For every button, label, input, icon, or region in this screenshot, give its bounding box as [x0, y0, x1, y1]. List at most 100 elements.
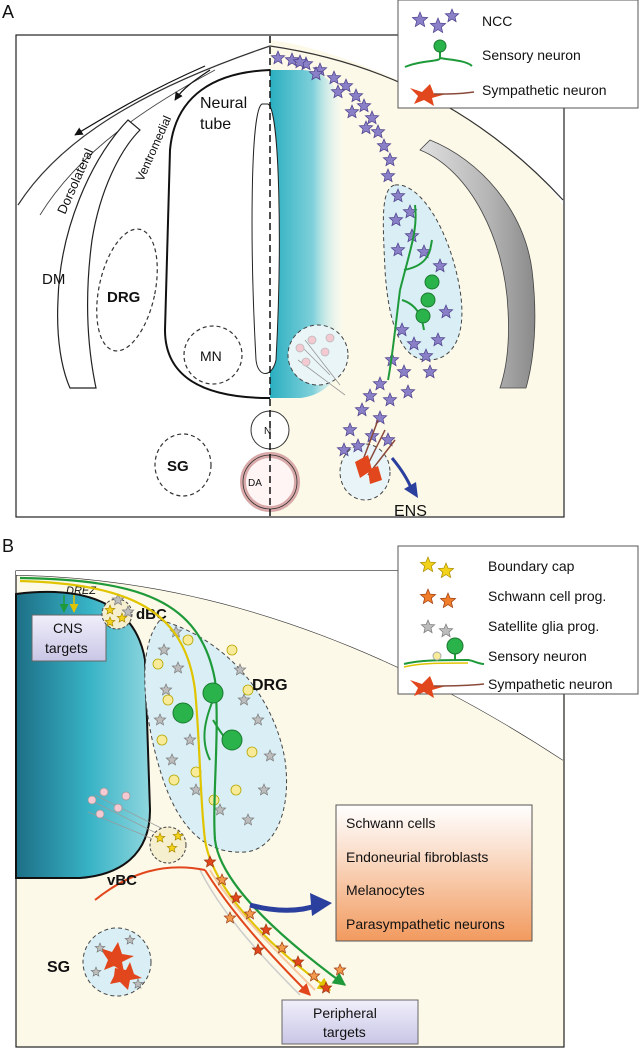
- schwann-progenitor-cell: [203, 855, 217, 868]
- schwann-progenitor-cell: [333, 963, 347, 976]
- panel-b-ectoderm: [15, 574, 564, 761]
- schwann-progenitor-cell: [291, 955, 305, 968]
- ncc-cell: [364, 110, 380, 125]
- legend-sensory-label: Sensory neuron: [482, 47, 581, 63]
- boundary-cap-derived-cell: [182, 634, 194, 646]
- ncc-cell: [382, 392, 398, 407]
- schwann-progenitor-cell: [223, 911, 237, 924]
- fate-item: Schwann cells: [346, 815, 436, 831]
- schwann-legend-icon: [439, 592, 457, 609]
- drg-label-b: DRG: [252, 677, 288, 694]
- dorsolateral-path: [74, 65, 206, 136]
- sg-label-b: SG: [47, 959, 70, 976]
- schwann-legend-icon: [419, 588, 437, 605]
- sympathetic-neuron-legend-icon: [410, 84, 475, 106]
- drg-sensory-neurons: [387, 204, 440, 381]
- satellite-glia-cell: [257, 783, 271, 796]
- legend-b: Boundary cap Schwann cell prog. Satellit…: [397, 545, 639, 698]
- schwann-progenitor-cell: [275, 941, 289, 954]
- ncc-cell: [390, 242, 406, 257]
- ncc-cell: [344, 104, 360, 119]
- neural-tube-right-fill: [270, 70, 348, 398]
- ncc-cell: [406, 336, 422, 351]
- satellite-glia-cell: [90, 966, 102, 977]
- sg-sympathetic-neurons: [355, 419, 396, 484]
- satellite-glia-cell: [165, 753, 179, 766]
- peripheral-targets-box: [281, 999, 419, 1045]
- dm-label: DM: [42, 271, 65, 288]
- legend-sensory-label-b: Sensory neuron: [488, 648, 587, 664]
- schwann-progenitor-cell: [215, 873, 229, 886]
- ncc-legend-cell: [411, 11, 429, 28]
- ncc-cell: [382, 152, 398, 167]
- dermomyotome-left: [57, 119, 141, 389]
- ncc-cell: [432, 258, 448, 273]
- schwann-progenitor-cell: [229, 891, 243, 904]
- satellite-glia-cell: [121, 605, 135, 618]
- schwann-progenitor-cell: [319, 981, 333, 994]
- ncc-cell: [376, 138, 392, 153]
- panel-b: B CNS targets DREZ dBC DRG: [2, 536, 639, 1048]
- legend-a: NCC Sensory neuron Sympathetic neuron: [397, 0, 639, 109]
- ncc-cell: [372, 376, 388, 391]
- satellite-glia-cell: [183, 733, 197, 746]
- neural-tube-label-2: tube: [200, 116, 231, 133]
- ncc-cell: [418, 348, 434, 363]
- boundary-cap-cell: [104, 616, 116, 627]
- ncc-cell: [430, 332, 446, 347]
- ncc-cell: [422, 364, 438, 379]
- ncc-cell: [438, 304, 454, 319]
- ncc-cell: [348, 88, 364, 103]
- satellite-glia-cell: [237, 693, 251, 706]
- satellite-glia-cell: [171, 661, 185, 674]
- satellite-glia-cell: [157, 643, 171, 656]
- boundary-cap-legend-icon: [419, 556, 437, 573]
- cns-targets-label-1: CNS: [53, 620, 83, 636]
- drg-left-outline: [96, 228, 158, 352]
- ncc-cell: [350, 438, 366, 453]
- dermomyotome-right: [419, 139, 536, 389]
- vbc-region: [149, 826, 187, 864]
- legend-boundary-cap-label: Boundary cap: [488, 558, 575, 574]
- boundary-cap-region-a: [287, 324, 349, 386]
- boundary-cap-derived-cell: [246, 746, 258, 758]
- ncc-legend-cell: [429, 17, 447, 34]
- schwann-progenitor-cell: [259, 923, 273, 936]
- boundary-cap-derived-cell: [168, 774, 180, 786]
- ncc-cell: [354, 402, 370, 417]
- panel-b-letter: B: [2, 536, 14, 556]
- ncc-cell: [292, 54, 308, 69]
- ncc-cell: [396, 364, 412, 379]
- ncc-legend-icon: [411, 8, 460, 34]
- satellite-glia-cell: [111, 593, 125, 606]
- satellite-glia-cell: [159, 683, 173, 696]
- mn-label: MN: [200, 348, 222, 364]
- notochord-label: N: [264, 426, 271, 437]
- satellite-legend-icon: [438, 623, 454, 638]
- drg-label-a: DRG: [107, 289, 140, 306]
- cns-targets-box: [31, 614, 107, 662]
- boundary-cap-derived-cell: [156, 734, 168, 746]
- fate-item: Endoneurial fibroblasts: [346, 849, 488, 865]
- boundary-cap-cell: [116, 612, 128, 623]
- satellite-legend-icon: [420, 619, 436, 634]
- panel-a: A Dorsolateral Ventromedial Neural tube …: [2, 0, 639, 520]
- legend-sympathetic-label-b: Sympathetic neuron: [488, 676, 613, 692]
- ncc-cell: [338, 78, 354, 93]
- ncc-cell: [380, 432, 396, 447]
- ncc-cell: [356, 98, 372, 113]
- panel-a-letter: A: [2, 2, 14, 22]
- ncc-cell: [370, 124, 386, 139]
- ncc-cell: [330, 84, 346, 99]
- sensory-neuron-legend-icon: [404, 39, 473, 68]
- ncc-cell: [326, 70, 342, 85]
- dorsal-aorta-label: DA: [248, 478, 262, 489]
- ncc-cell: [380, 168, 396, 183]
- drg-b-cell-group: [111, 593, 277, 826]
- legend-satellite-label: Satellite glia prog.: [488, 618, 599, 634]
- boundary-cap-legend-icon: [437, 562, 455, 579]
- boundary-cap-cell: [104, 604, 116, 615]
- ncc-cell: [388, 212, 404, 227]
- boundary-cap-derived-cell: [226, 644, 238, 656]
